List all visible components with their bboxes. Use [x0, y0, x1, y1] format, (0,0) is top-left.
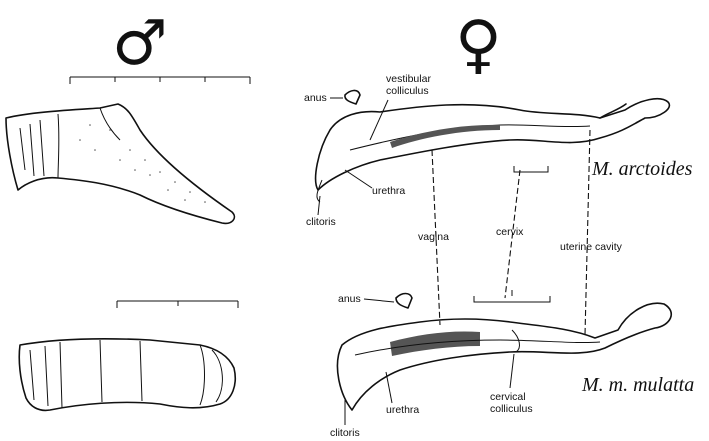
connector-lines — [431, 129, 591, 336]
label-clitoris-bottom: clitoris — [330, 427, 360, 439]
label-uterine-cavity: uterine cavity — [560, 241, 623, 253]
scale-bar-bottom — [116, 300, 239, 308]
scale-bar-top — [69, 76, 251, 84]
labels-top: anus vestibular colliculus urethra clito… — [304, 73, 431, 228]
label-vagina: vagina — [418, 231, 449, 243]
labels-bottom: anus urethra cervical colliculus clitori… — [330, 293, 533, 439]
labels-shared: vagina cervix uterine cavity — [418, 226, 623, 253]
label-cervical-colliculus-line1: cervical — [490, 391, 526, 403]
male-drawing-top — [5, 76, 251, 225]
label-urethra-bottom: urethra — [386, 404, 419, 416]
label-clitoris-top: clitoris — [306, 216, 336, 228]
label-anus-bottom: anus — [338, 293, 361, 305]
male-drawing-bottom — [18, 300, 239, 412]
species-name-top: M. arctoides — [591, 158, 693, 180]
label-cervix: cervix — [496, 226, 524, 238]
male-symbol-icon: ♂ — [112, 6, 168, 79]
label-cervical-colliculus-line2: colliculus — [490, 403, 533, 415]
female-drawing-top — [314, 89, 671, 203]
label-anus-top: anus — [304, 92, 327, 104]
label-vestibular-colliculus-line1: vestibular — [386, 73, 431, 85]
species-name-bottom: M. m. mulatta — [581, 374, 694, 396]
label-vestibular-colliculus-line2: colliculus — [386, 85, 429, 97]
female-symbol-icon: ♀ — [455, 8, 502, 82]
label-urethra-top: urethra — [372, 185, 405, 197]
